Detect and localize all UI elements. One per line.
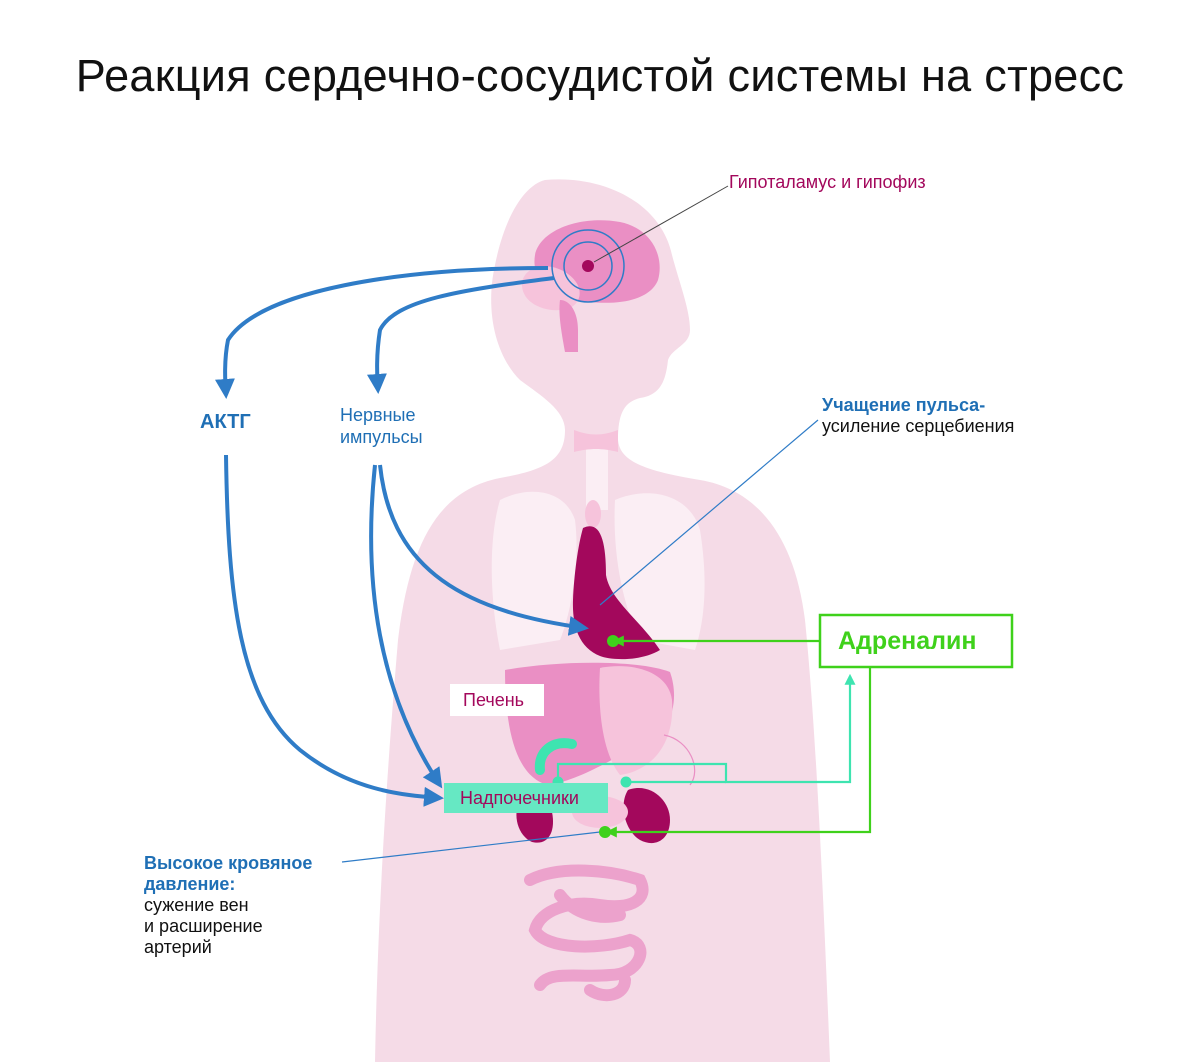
pulse-label-text: усиление серцебиения <box>822 416 1015 436</box>
liver-label: Печень <box>463 690 525 710</box>
actg-label: АКТГ <box>200 411 251 433</box>
liver-label-box <box>450 684 544 716</box>
arrow-adrenaline-to-vessels <box>605 668 872 838</box>
pressure-label-bold-2: давление: <box>144 874 236 894</box>
arrow-brain-to-nerve <box>366 276 555 394</box>
pressure-leader <box>341 831 601 863</box>
hypothalamus-target <box>551 229 625 303</box>
brain <box>521 220 660 352</box>
adrenaline-box <box>818 613 1014 669</box>
hypothalamus-leader <box>593 185 729 263</box>
adrenal-dot-right <box>620 776 632 788</box>
pressure-label-text-1: сужение вен <box>144 895 249 915</box>
hypothalamus-dot <box>582 260 594 272</box>
pancreas-outline <box>663 734 696 786</box>
lungs <box>491 491 705 650</box>
arrow-actg-to-adrenal <box>224 454 444 807</box>
intestines <box>524 864 649 1002</box>
arrow-brain-to-actg <box>214 266 549 399</box>
gallbladder <box>534 738 577 775</box>
pressure-label-text-2: и расширение <box>144 916 263 936</box>
arrow-nerve-to-heart <box>378 464 589 636</box>
adrenal-label-box <box>444 783 608 813</box>
adrenaline-label: Адреналин <box>838 627 977 655</box>
nerve-label-line2: импульсы <box>340 427 423 447</box>
pressure-label-text-3: артерий <box>144 937 212 957</box>
pulse-leader <box>599 419 819 606</box>
hypothalamus-label: Гипоталамус и гипофиз <box>729 172 926 192</box>
heart <box>572 526 660 660</box>
heart-target-dot <box>607 635 619 647</box>
arrow-adrenal-to-adrenaline <box>556 673 856 784</box>
pressure-label-bold-1: Высокое кровяное <box>144 853 313 873</box>
adrenal-label: Надпочечники <box>460 788 579 808</box>
arrow-nerve-to-adrenal <box>369 464 443 789</box>
pulse-label-bold: Учащение пульса- <box>822 395 986 415</box>
nerve-label-line1: Нервные <box>340 405 416 425</box>
page-title: Реакция сердечно-сосудистой системы на с… <box>75 50 1125 101</box>
vessel-target-dot <box>599 826 611 838</box>
thyroid <box>574 430 618 528</box>
